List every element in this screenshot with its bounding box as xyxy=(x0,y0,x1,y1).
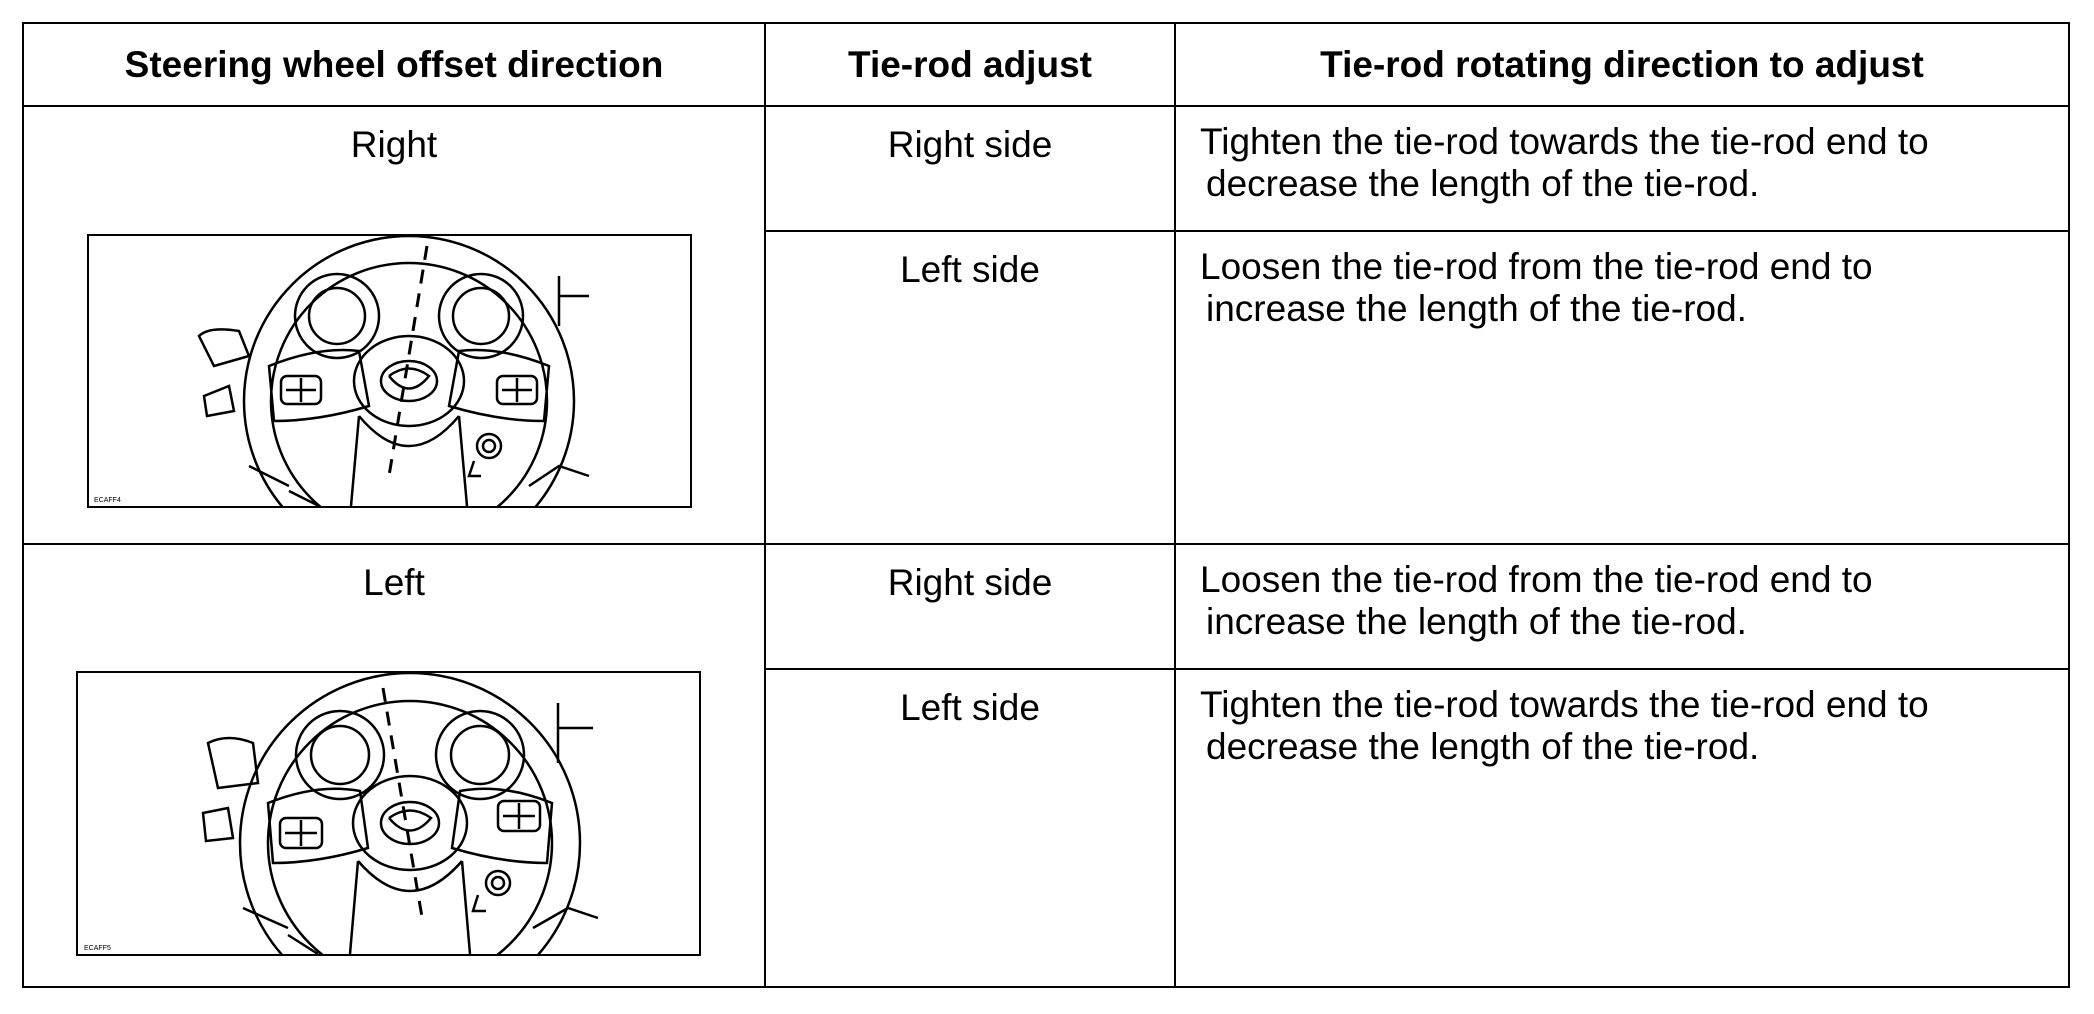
adjust-right-side: Right side xyxy=(887,124,1053,165)
steering-wheel-left-figure xyxy=(76,671,701,956)
figure-code: ECAFF5 xyxy=(84,945,111,952)
adjust-left-side: Left side xyxy=(900,687,1040,728)
instruction-line: Tighten the tie-rod towards the tie-rod … xyxy=(1200,684,1929,725)
instruction-text: Tighten the tie-rod towards the tie-rod … xyxy=(1200,684,1929,768)
column-divider xyxy=(764,24,766,986)
sub-row-divider xyxy=(765,230,2068,232)
adjustment-table: Steering wheel offset direction Tie-rod … xyxy=(22,22,2070,988)
header-rotating-direction: Tie-rod rotating direction to adjust xyxy=(1320,44,1924,85)
instruction-line: increase the length of the tie-rod. xyxy=(1206,601,1747,642)
row-divider xyxy=(24,543,2068,545)
instruction-line: Loosen the tie-rod from the tie-rod end … xyxy=(1200,559,1873,600)
figure-code: ECAFF4 xyxy=(94,497,121,504)
offset-direction-left: Left xyxy=(363,562,425,603)
adjust-left-side: Left side xyxy=(900,249,1040,290)
offset-direction-right: Right xyxy=(350,124,438,165)
instruction-text: Loosen the tie-rod from the tie-rod end … xyxy=(1200,246,1873,330)
adjust-right-side: Right side xyxy=(887,562,1053,603)
sub-row-divider xyxy=(765,668,2068,670)
instruction-text: Loosen the tie-rod from the tie-rod end … xyxy=(1200,559,1873,643)
steering-wheel-illustration xyxy=(201,673,599,954)
header-offset-direction: Steering wheel offset direction xyxy=(124,44,664,85)
instruction-text: Tighten the tie-rod towards the tie-rod … xyxy=(1200,121,1929,205)
instruction-line: Tighten the tie-rod towards the tie-rod … xyxy=(1200,121,1929,162)
header-divider xyxy=(24,105,2068,107)
column-divider xyxy=(1174,24,1176,986)
steering-wheel-illustration xyxy=(197,236,590,506)
instruction-line: increase the length of the tie-rod. xyxy=(1206,288,1747,329)
header-tie-rod-adjust: Tie-rod adjust xyxy=(848,44,1092,85)
instruction-line: decrease the length of the tie-rod. xyxy=(1206,726,1760,767)
instruction-line: decrease the length of the tie-rod. xyxy=(1206,163,1760,204)
steering-wheel-right-figure xyxy=(87,234,692,508)
instruction-line: Loosen the tie-rod from the tie-rod end … xyxy=(1200,246,1873,287)
